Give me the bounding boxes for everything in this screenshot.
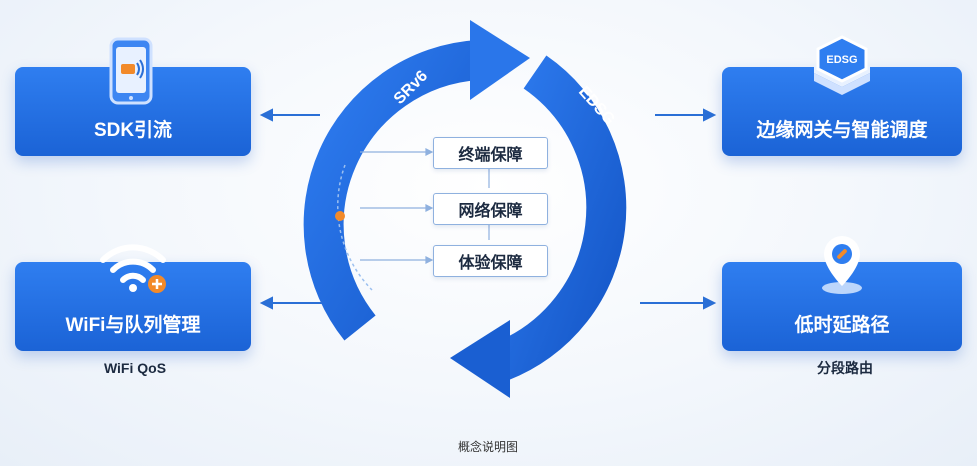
ring-arc-left: [303, 40, 480, 341]
edsg-badge-icon: EDSG: [814, 35, 870, 95]
card-wifi: WiFi与队列管理: [15, 244, 251, 351]
ring-arrowhead-top: [470, 20, 530, 100]
connector-edge-arrow: [703, 108, 717, 122]
orange-dot: [335, 211, 345, 221]
wifi-icon: [100, 244, 166, 293]
inner-line-2-arrow: [425, 204, 434, 212]
card-edge-gateway: EDSG 边缘网关与智能调度: [722, 35, 962, 156]
ring-arc-right: [492, 55, 627, 381]
ring-arrowhead-bottom: [450, 320, 510, 398]
connector-wifi-arrow: [259, 296, 273, 310]
connector-sdk-arrow: [259, 108, 273, 122]
center-box-experience: 体验保障: [433, 245, 548, 277]
card-sdk-label: SDK引流: [93, 120, 173, 141]
card-low-latency: 低时延路径: [722, 236, 962, 351]
inner-dashed-guide: [337, 164, 373, 291]
card-edge-label: 边缘网关与智能调度: [756, 120, 928, 141]
phone-icon: [109, 37, 153, 105]
card-sdk: SDK引流: [15, 37, 251, 156]
card-latency-label: 低时延路径: [794, 315, 890, 336]
figure-caption: 概念说明图: [457, 440, 518, 454]
inner-line-1-arrow: [425, 148, 434, 156]
center-box-network: 网络保障: [433, 193, 548, 225]
location-pin-icon: [822, 236, 862, 294]
connector-latency-arrow: [703, 296, 717, 310]
wifi-qos-subtitle: WiFi QoS: [103, 360, 167, 376]
card-wifi-label: WiFi与队列管理: [65, 315, 201, 336]
edsg-badge-text: EDSG: [826, 54, 857, 66]
segment-routing-subtitle: 分段路由: [817, 360, 873, 376]
center-box-terminal: 终端保障: [433, 137, 548, 169]
inner-line-3-arrow: [425, 256, 434, 264]
